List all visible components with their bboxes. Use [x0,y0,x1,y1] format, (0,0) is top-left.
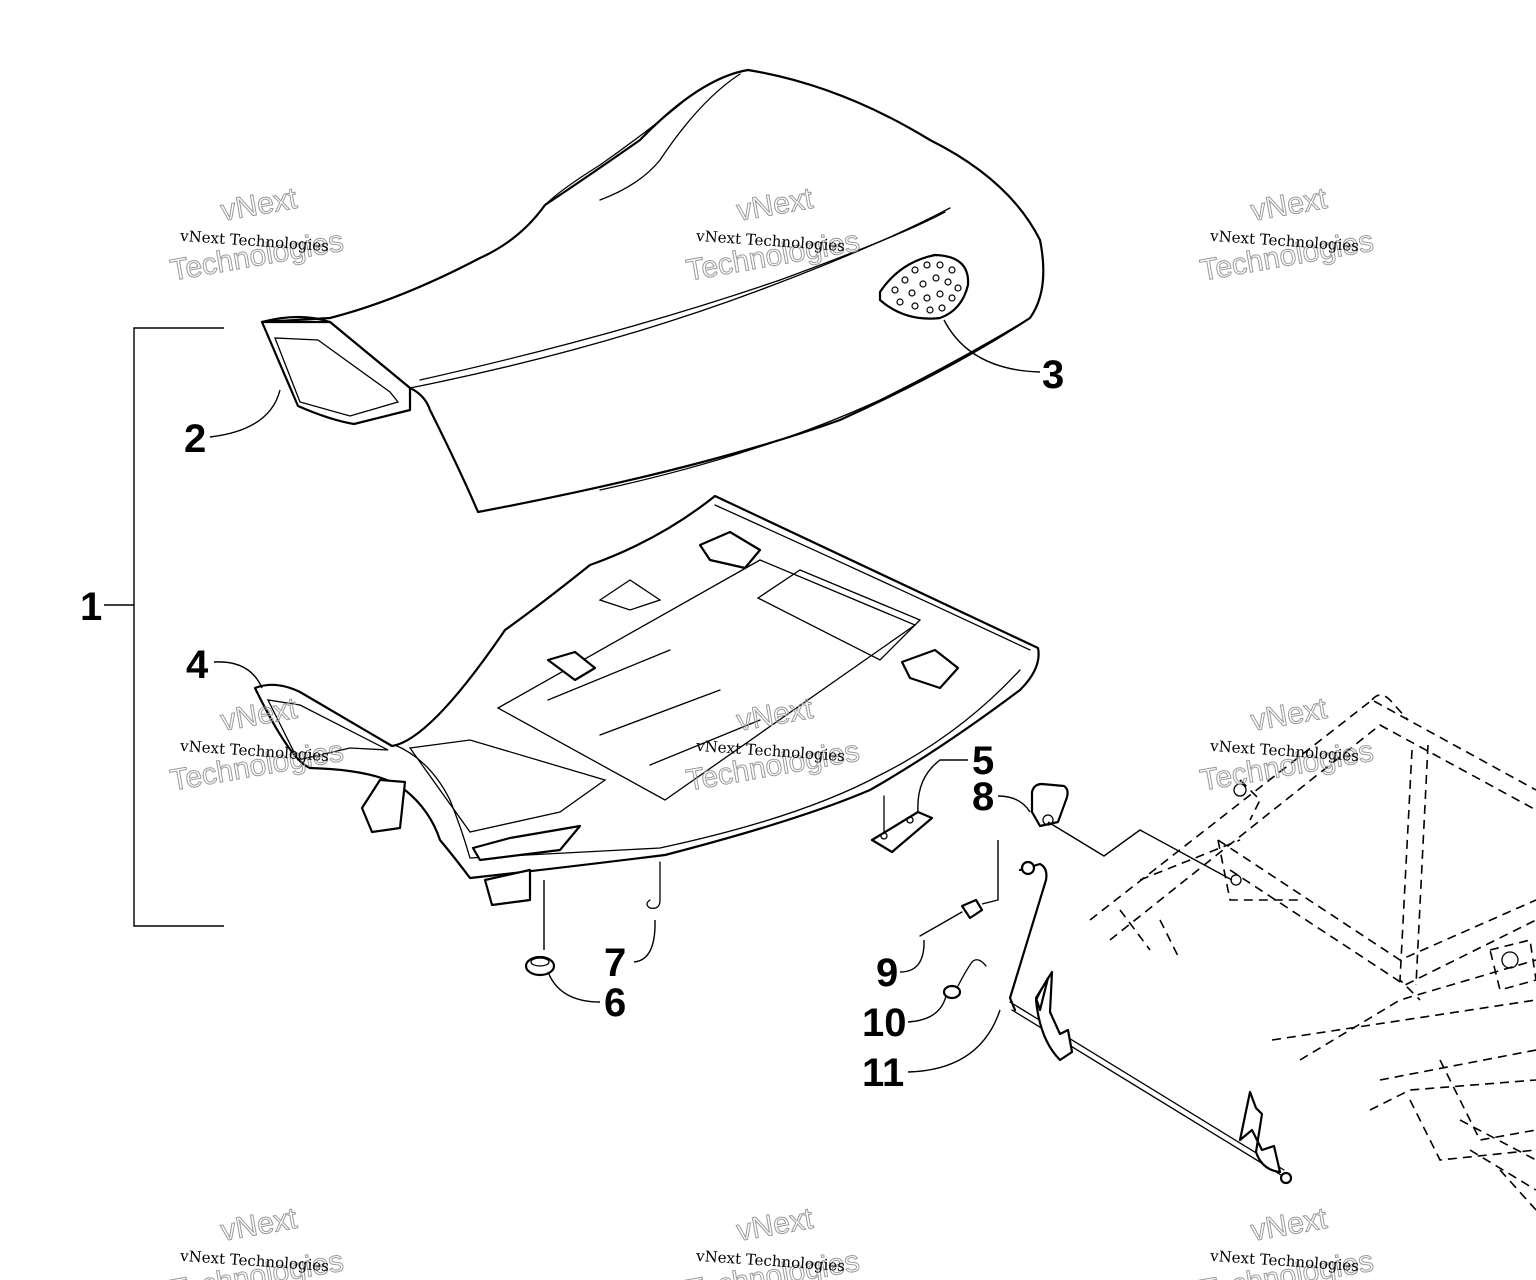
callout-11: 11 [862,1051,904,1095]
leader-3 [943,319,1041,373]
pin-part [919,898,984,937]
leader-9 [899,840,999,973]
leader-2 [209,389,281,438]
leader-10 [907,995,947,1023]
callout-8: 8 [972,775,994,819]
watermark-7: vNext Technologies vNext Technologies [167,1201,346,1280]
watermark-9: vNext Technologies vNext Technologies [1197,1201,1376,1280]
watermark-6: vNext Technologies vNext Technologies [1197,691,1376,798]
seat-cushion [260,68,1045,514]
latch-rod-part [1008,860,1293,1185]
latch-plate-part [1030,782,1069,828]
frame-reference [1089,694,1536,1211]
leader-7 [633,919,656,963]
seat-base [253,494,1040,907]
callout-4: 4 [186,643,209,687]
leader-lines [104,319,1233,1073]
svg-text:vNext: vNext [218,182,300,228]
leader-11 [907,1009,1001,1073]
svg-text:vNext: vNext [218,1202,300,1248]
callout-7: 7 [604,941,626,985]
bracket-line-1 [133,327,224,927]
leader-4 [213,661,263,689]
leader-8 [997,795,1031,813]
callout-5: 5 [972,739,994,783]
leader-8-frame [1047,821,1233,881]
svg-text:vNext: vNext [1248,182,1330,228]
clip-part [646,861,661,909]
spring-part [942,959,987,1000]
callout-9: 9 [876,951,898,995]
leader-6 [547,971,601,1003]
grommet-part [524,955,556,977]
svg-text:vNext: vNext [734,1202,816,1248]
svg-text:vNext: vNext [1248,692,1330,738]
watermark-3: vNext Technologies vNext Technologies [1197,181,1376,288]
callout-3: 3 [1042,353,1064,397]
leader-5 [917,759,968,813]
callout-10: 10 [862,1001,907,1045]
callout-2: 2 [184,417,206,461]
seat-decal-dots [891,261,962,314]
watermark-1: vNext Technologies vNext Technologies [167,181,346,288]
bracket-part [870,795,934,854]
watermark-8: vNext Technologies vNext Technologies [683,1201,862,1280]
svg-text:vNext: vNext [1248,1202,1330,1248]
callout-numbers: 1 2 3 4 5 6 7 8 9 10 11 [80,353,1064,1095]
callout-1: 1 [80,585,102,629]
callout-6: 6 [604,981,626,1025]
